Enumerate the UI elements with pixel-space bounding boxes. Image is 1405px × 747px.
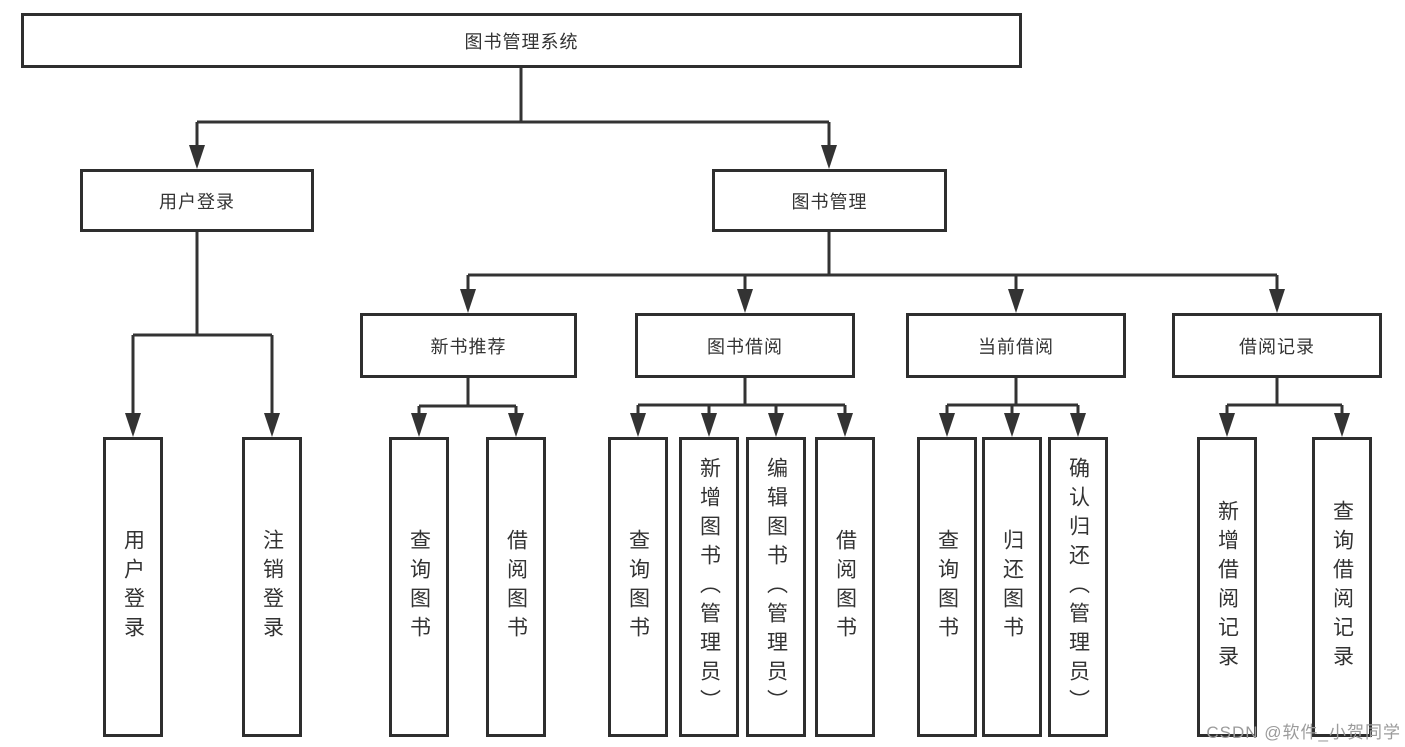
leaf-current-return-books: 归还图书: [982, 437, 1042, 737]
leaf-recommend-query-books: 查询图书: [389, 437, 449, 737]
leaf-logout: 注销登录: [242, 437, 302, 737]
leaf-current-confirm-return-admin: 确认归还（管理员）: [1048, 437, 1108, 737]
csdn-watermark: CSDN @软件_小贺同学: [1206, 723, 1401, 742]
leaf-borrowing-edit-books-admin: 编辑图书（管理员）: [746, 437, 806, 737]
leaf-records-query-borrow-record: 查询借阅记录: [1312, 437, 1372, 737]
leaf-borrowing-query-books: 查询图书: [608, 437, 668, 737]
leaf-records-add-borrow-record: 新增借阅记录: [1197, 437, 1257, 737]
node-new-book-recommend: 新书推荐: [360, 313, 577, 378]
leaf-user-login: 用户登录: [103, 437, 163, 737]
node-user-login-branch: 用户登录: [80, 169, 314, 232]
leaf-current-query-books: 查询图书: [917, 437, 977, 737]
node-borrow-records: 借阅记录: [1172, 313, 1382, 378]
node-book-borrowing: 图书借阅: [635, 313, 855, 378]
node-book-management-branch: 图书管理: [712, 169, 947, 232]
node-library-management-system: 图书管理系统: [21, 13, 1022, 68]
leaf-borrowing-borrow-books: 借阅图书: [815, 437, 875, 737]
arrowheads: [125, 145, 1350, 437]
node-current-borrowing: 当前借阅: [906, 313, 1126, 378]
leaf-recommend-borrow-books: 借阅图书: [486, 437, 546, 737]
leaf-borrowing-add-books-admin: 新增图书（管理员）: [679, 437, 739, 737]
